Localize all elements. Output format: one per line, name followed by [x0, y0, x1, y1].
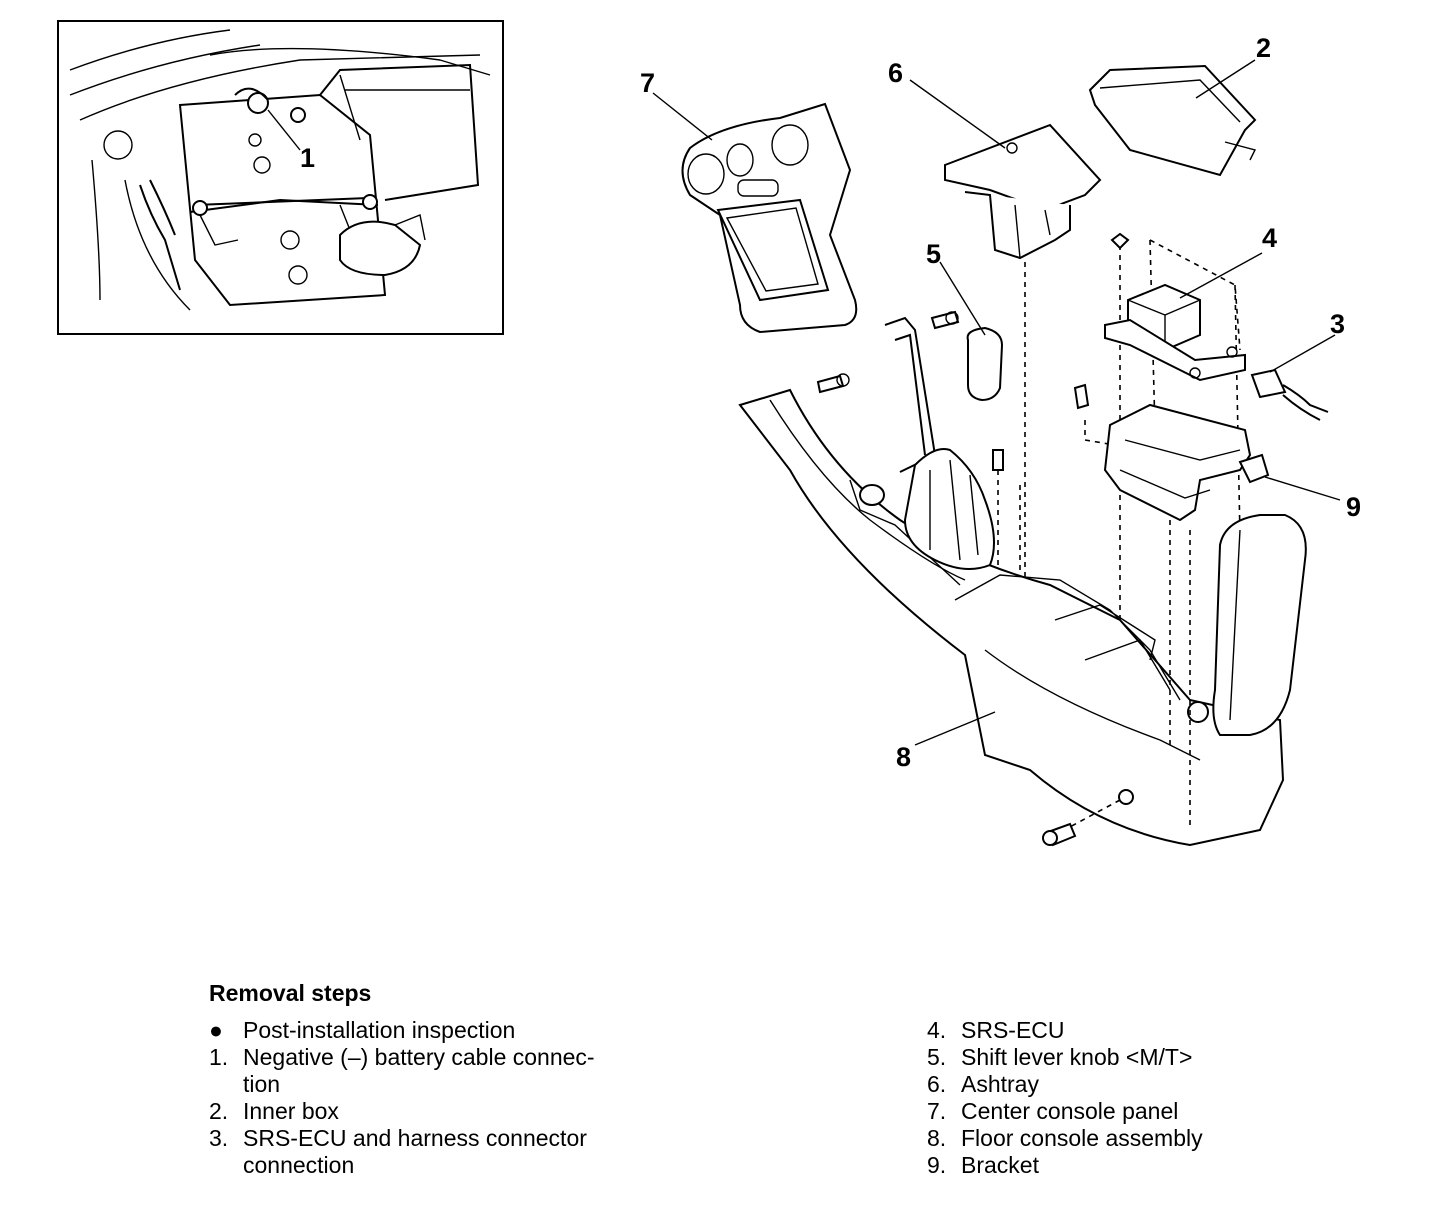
callout-7: 7	[640, 68, 655, 98]
legend-right-column: 4. SRS-ECU 5. Shift lever knob <M/T> 6. Ash…	[927, 1017, 1203, 1179]
callout-4: 4	[1262, 223, 1277, 253]
bracket-part: 9	[1073, 383, 1361, 522]
legend-left-column: ● Post-installation inspection 1. Negative…	[209, 1017, 595, 1179]
legend-marker: 2.	[209, 1098, 229, 1124]
callout-8: 8	[896, 742, 911, 772]
legend-marker: 3.	[209, 1125, 229, 1151]
legend-item: 8. Floor console assembly	[927, 1125, 1203, 1152]
center-console-panel-part: 7	[640, 68, 858, 334]
legend-item: 7. Center console panel	[927, 1098, 1203, 1125]
callout-2: 2	[1256, 33, 1271, 63]
legend-item: 5. Shift lever knob <M/T>	[927, 1044, 1203, 1071]
legend-title: Removal steps	[209, 980, 372, 1006]
shift-lever-knob-part: 5	[926, 239, 1004, 402]
legend-text: Shift lever knob <M/T>	[961, 1044, 1193, 1070]
legend-marker: ●	[209, 1017, 223, 1043]
legend-marker: 8.	[927, 1125, 947, 1151]
legend-text: Center console panel	[961, 1098, 1179, 1124]
legend-marker: 6.	[927, 1071, 947, 1097]
legend-text: Ashtray	[961, 1071, 1039, 1097]
legend-text: SRS-ECU and harness connector connection	[243, 1125, 587, 1178]
legend-item: 3. SRS-ECU and harness connector connecti…	[209, 1125, 595, 1179]
legend-text: SRS-ECU	[961, 1017, 1065, 1043]
callout-9: 9	[1346, 492, 1361, 522]
legend-text: Inner box	[243, 1098, 339, 1124]
inset-frame	[57, 20, 504, 335]
legend-text: Bracket	[961, 1152, 1039, 1178]
legend-marker: 7.	[927, 1098, 947, 1124]
legend-item: 2. Inner box	[209, 1098, 595, 1125]
floor-console-assembly-part: 8	[738, 388, 1307, 847]
legend-item: 9. Bracket	[927, 1152, 1203, 1179]
legend-marker: 9.	[927, 1152, 947, 1178]
legend-text: Negative (–) battery cable connec- tion	[243, 1044, 595, 1097]
exploded-view-diagram: 1 7 6 2 5	[57, 20, 1361, 847]
legend-marker: 1.	[209, 1044, 229, 1070]
legend-marker: 5.	[927, 1044, 947, 1070]
legend-marker: 4.	[927, 1017, 947, 1043]
legend-item: 6. Ashtray	[927, 1071, 1203, 1098]
callout-6: 6	[888, 58, 903, 88]
callout-3: 3	[1330, 309, 1345, 339]
legend-item: 1. Negative (–) battery cable connec- tio…	[209, 1044, 595, 1098]
callout-5: 5	[926, 239, 941, 269]
legend-item: ● Post-installation inspection	[209, 1017, 595, 1044]
callout-1: 1	[300, 143, 315, 173]
battery-inset: 1	[57, 20, 504, 335]
inner-box-part: 2	[1088, 33, 1271, 177]
legend-item: 4. SRS-ECU	[927, 1017, 1203, 1044]
legend-text: Floor console assembly	[961, 1125, 1203, 1151]
legend-text: Post-installation inspection	[243, 1017, 516, 1043]
harness-connector-part: 3	[1250, 309, 1345, 421]
